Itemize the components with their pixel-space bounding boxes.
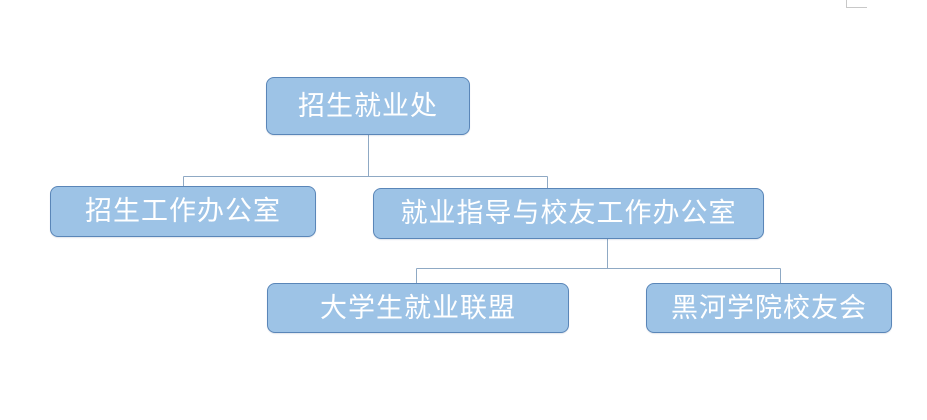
node-label: 大学生就业联盟	[320, 292, 516, 324]
node-student-employment-alliance[interactable]: 大学生就业联盟	[267, 283, 569, 333]
node-label: 招生就业处	[298, 90, 438, 122]
page-corner-mark	[846, 0, 867, 8]
node-heihe-university-alumni-association[interactable]: 黑河学院校友会	[646, 283, 892, 333]
node-label: 就业指导与校友工作办公室	[400, 198, 737, 229]
node-label: 黑河学院校友会	[671, 292, 867, 324]
node-admissions-employment-office[interactable]: 招生就业处	[266, 77, 470, 135]
node-admissions-work-office[interactable]: 招生工作办公室	[50, 186, 316, 237]
node-employment-guidance-alumni-office[interactable]: 就业指导与校友工作办公室	[373, 188, 764, 239]
node-label: 招生工作办公室	[85, 196, 281, 227]
